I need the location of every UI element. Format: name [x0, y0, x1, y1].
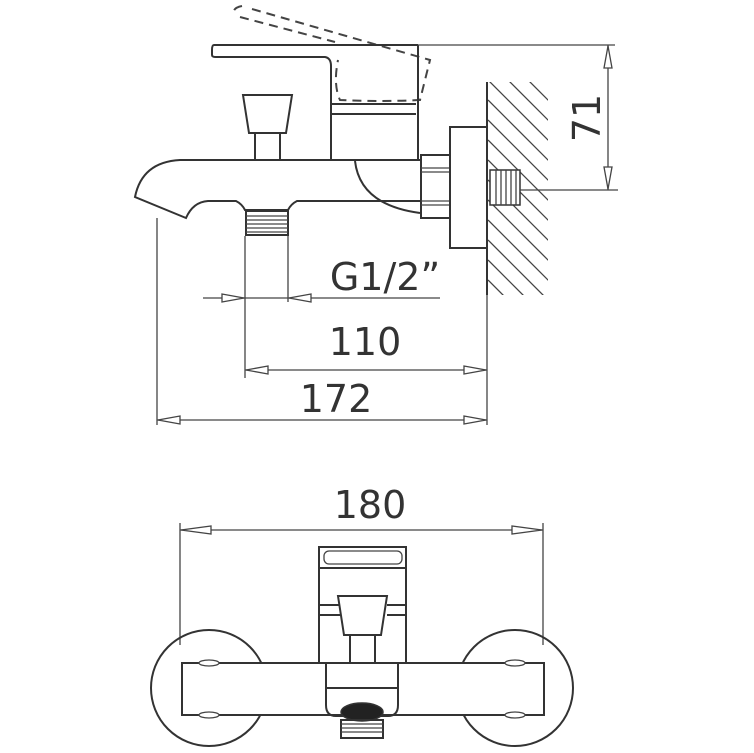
spout-distance-dimension: 172 [156, 218, 487, 425]
width-dimension-label: 180 [334, 483, 407, 527]
front-view: 180 [150, 483, 574, 747]
height-dimension-label: 71 [565, 94, 609, 142]
thread-dimension-label: G1/2” [330, 255, 440, 299]
nut-ovals [198, 659, 526, 719]
lever-raised-outline [232, 5, 432, 102]
lever-top [323, 550, 403, 565]
shower-outlet-thread [245, 210, 289, 236]
cartridge-housing [318, 546, 407, 663]
shower-outlet-thread-front [340, 719, 384, 739]
outlet-distance-dimension: 110 [244, 295, 488, 425]
height-dimension: 71 [418, 44, 618, 191]
diverter-knob [241, 94, 294, 160]
diverter-knob-top [336, 595, 389, 663]
outlet-distance-label: 110 [329, 320, 402, 364]
eccentric-thread [489, 169, 521, 206]
thread-dimension: G1/2” [203, 236, 440, 303]
spout [133, 159, 420, 220]
side-view: 71 G1/2” 110 172 [133, 5, 618, 425]
spout-distance-label: 172 [300, 377, 373, 421]
lever [211, 44, 419, 160]
width-dimension: 180 [179, 483, 544, 645]
wall-flange [449, 126, 488, 249]
aerator [340, 702, 384, 722]
connection-nut [420, 154, 451, 219]
wall-hatch [486, 82, 548, 295]
body-curve [354, 160, 421, 214]
